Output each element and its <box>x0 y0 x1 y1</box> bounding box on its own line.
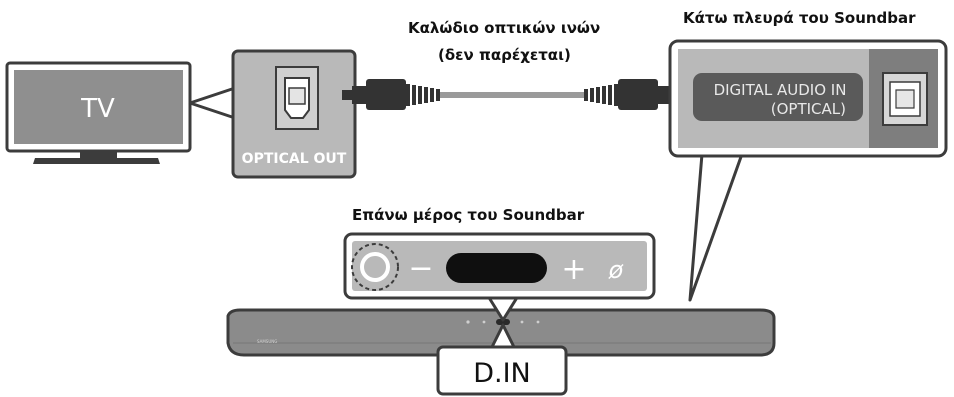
display-callout: D.IN <box>436 323 568 396</box>
cable-label-line1: Καλώδιο οπτικών ινών <box>408 19 601 37</box>
optical-label: (OPTICAL) <box>771 100 846 118</box>
soundbar-bottom-title: Κάτω πλευρά του Soundbar <box>683 9 916 27</box>
cable-label-line2: (δεν παρέχεται) <box>438 46 571 64</box>
digital-audio-in-label: DIGITAL AUDIO IN <box>714 81 847 99</box>
soundbar-bottom-panel: DIGITAL AUDIO IN (OPTICAL) <box>668 39 948 302</box>
digital-audio-in-port-icon <box>882 72 928 126</box>
tv: TV <box>5 61 192 164</box>
multi-function-button-icon <box>360 252 390 282</box>
mic-off-icon: ø <box>608 256 624 284</box>
display-text: D.IN <box>473 358 531 389</box>
soundbar-brand: SAMSUNG <box>257 339 277 344</box>
optical-port-icon <box>275 66 319 130</box>
tv-label: TV <box>80 94 115 124</box>
soundbar-top-panel: − + ø <box>343 232 656 322</box>
optical-cable <box>342 79 680 110</box>
volume-up-icon: + <box>561 252 586 287</box>
optical-out-label: OPTICAL OUT <box>242 151 347 167</box>
soundbar-top-title: Επάνω μέρος του Soundbar <box>352 206 585 224</box>
volume-down-icon: − <box>408 251 433 286</box>
top-display-window <box>446 253 547 283</box>
tv-optical-out-panel: OPTICAL OUT <box>231 49 357 179</box>
